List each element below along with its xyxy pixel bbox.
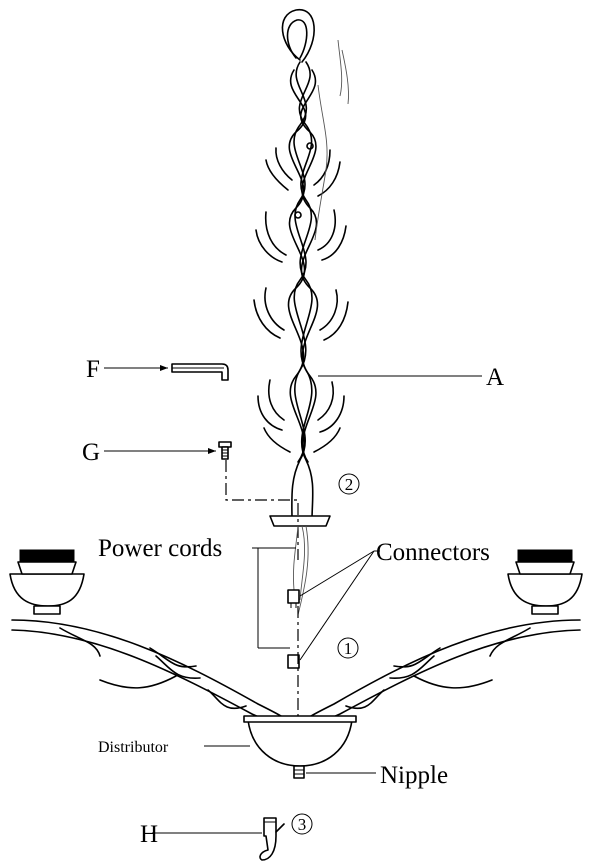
step-1-number: 1 <box>344 639 353 658</box>
label-h: H <box>140 821 158 848</box>
wire-connector-icon <box>287 589 300 608</box>
step-3-circle <box>291 813 313 835</box>
leader-line-connectors-2 <box>299 550 375 661</box>
antler-column <box>253 9 349 527</box>
screw-icon <box>218 441 232 460</box>
arrowhead-g <box>208 448 216 454</box>
step-2-circle <box>338 473 360 495</box>
label-connectors: Connectors <box>376 539 490 566</box>
step-1-circle <box>337 637 359 659</box>
label-nipple: Nipple <box>380 762 448 789</box>
left-arm <box>9 549 293 733</box>
screw-path-line <box>225 460 299 560</box>
step-3-number: 3 <box>298 815 307 834</box>
label-power-cords: Power cords <box>98 535 222 562</box>
label-f: F <box>86 356 100 383</box>
right-arm <box>299 549 583 733</box>
leader-line-connectors-1 <box>299 550 375 597</box>
arrowhead-f <box>160 365 168 371</box>
hook-icon <box>259 817 285 861</box>
step-2-number: 2 <box>345 475 354 494</box>
label-a: A <box>486 364 504 391</box>
allen-key-icon <box>171 363 229 381</box>
wire-connector-icon <box>287 654 300 669</box>
label-g: G <box>82 439 100 466</box>
label-distributor: Distributor <box>98 739 169 756</box>
distributor-bowl <box>243 715 357 779</box>
